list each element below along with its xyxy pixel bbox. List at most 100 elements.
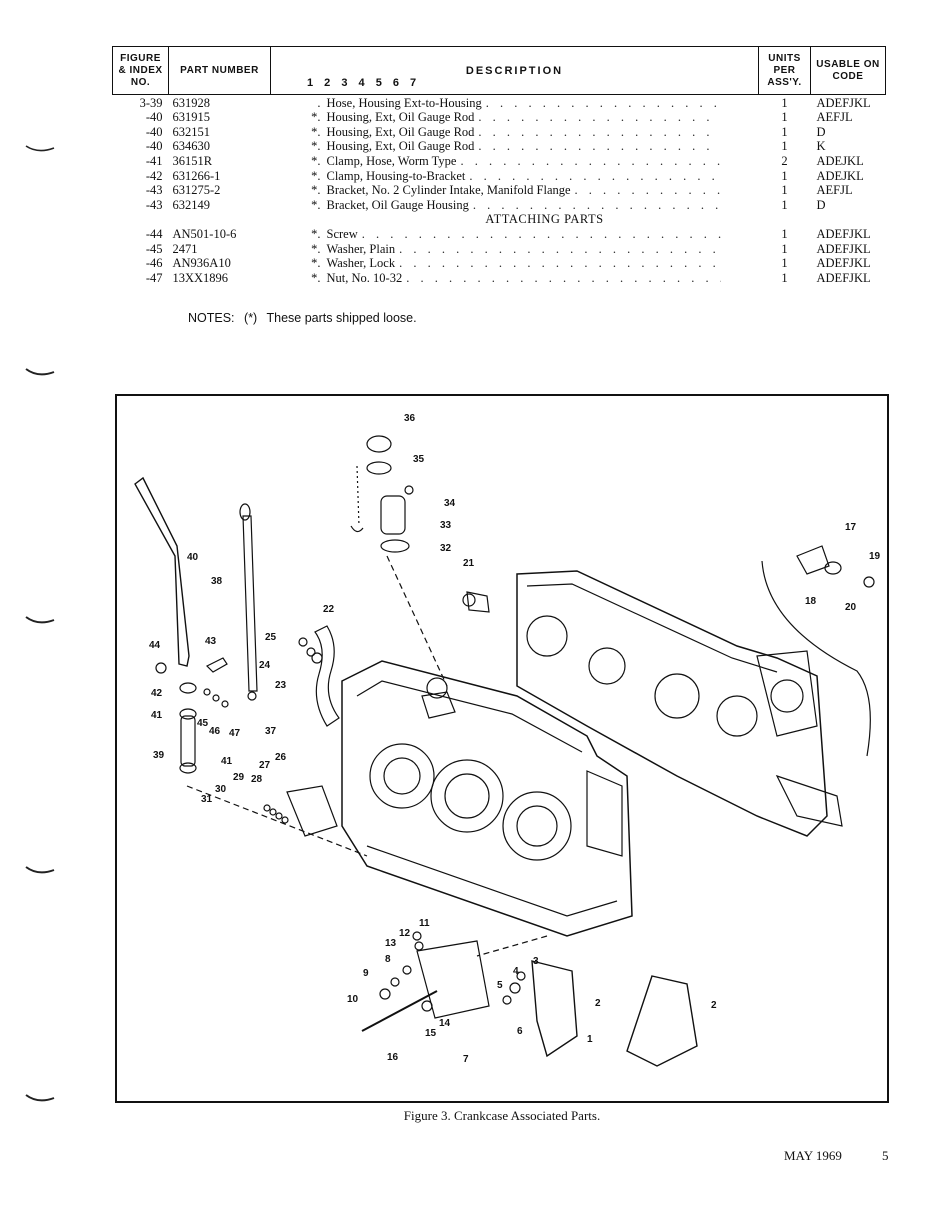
description-text: Clamp, Housing-to-Bracket: [326, 168, 466, 183]
callout-label: 6: [517, 1026, 523, 1037]
description-text: Housing, Ext, Oil Gauge Rod: [326, 139, 475, 154]
callout-label: 33: [440, 520, 452, 531]
callout-label: 25: [265, 632, 277, 643]
part-number-cell: 631915: [172, 110, 211, 125]
binder-mark: [22, 1092, 58, 1106]
units-cell: 1: [781, 110, 788, 125]
loose-part-marker: *.: [311, 124, 321, 139]
dot-leader: [399, 242, 720, 256]
description-cell: .Hose, Housing Ext-to-Housing: [271, 95, 759, 110]
callout-label: 8: [385, 954, 391, 965]
part-number-cell: 36151R: [172, 153, 213, 168]
binder-mark: [22, 864, 58, 878]
parts-list-table: FIGURE & INDEX NO. PART NUMBER DESCRIPTI…: [112, 46, 886, 285]
callout-label: 12: [399, 928, 411, 939]
part-number-cell: 632149: [172, 197, 211, 212]
callout-label: 31: [201, 794, 213, 805]
dot-leader: [399, 256, 720, 270]
callout-label: 9: [363, 968, 369, 979]
callout-label: 26: [275, 752, 287, 763]
figure-index-cell: -41: [145, 153, 163, 168]
callout-label: 11: [419, 918, 430, 929]
usable-code-cell: D: [816, 197, 826, 212]
part-number-cell: 634630: [172, 139, 211, 154]
callout-label: 7: [463, 1054, 469, 1065]
header-part-number: PART NUMBER: [168, 46, 271, 95]
crankcase-exploded-illustration: 36 35 34 33 32 21 17 19 18 20 40 38 22 2…: [134, 413, 881, 1067]
part-number-cell: 631266-1: [172, 168, 221, 183]
usable-code-cell: AEFJL: [816, 183, 853, 198]
description-cell: *.Washer, Plain: [271, 241, 759, 256]
callout-label: 4: [513, 966, 519, 977]
loose-part-marker: *.: [311, 110, 321, 125]
callout-label: 30: [215, 784, 227, 795]
part-number-cell: AN501-10-6: [172, 226, 237, 241]
callout-labels: 36 35 34 33 32 21 17 19 18 20 40 38 22 2…: [149, 413, 881, 1065]
description-cell: *.Bracket, No. 2 Cylinder Intake, Manifo…: [271, 183, 759, 198]
callout-label: 5: [497, 980, 503, 991]
units-cell: 1: [781, 139, 788, 154]
figure-index-cell: -43: [145, 183, 163, 198]
part-number-cell: 2471: [172, 241, 198, 256]
dot-leader: [362, 227, 721, 241]
loose-part-marker: *.: [311, 197, 321, 212]
notes-text: These parts shipped loose.: [266, 311, 417, 325]
loose-part-marker: *.: [311, 256, 321, 271]
dot-leader: [469, 169, 720, 183]
description-cell: *.Nut, No. 10-32: [271, 270, 759, 285]
figure-index-cell: -46: [145, 256, 163, 271]
exploded-view-figure: 36 35 34 33 32 21 17 19 18 20 40 38 22 2…: [115, 394, 889, 1103]
notes-label: NOTES:: [188, 311, 235, 325]
description-text: Bracket, No. 2 Cylinder Intake, Manifold…: [326, 183, 571, 198]
callout-label: 41: [151, 710, 163, 721]
callout-label: 45: [197, 718, 209, 729]
figure-index-cell: -42: [145, 168, 163, 183]
description-text: Washer, Lock: [326, 256, 396, 271]
callout-label: 2: [595, 998, 601, 1009]
notes-symbol: (*): [244, 311, 258, 325]
callout-label: 19: [869, 551, 881, 562]
units-cell: 1: [781, 197, 788, 212]
loose-part-marker: *.: [311, 168, 321, 183]
table-header-row: FIGURE & INDEX NO. PART NUMBER DESCRIPTI…: [112, 46, 886, 95]
notes: NOTES: (*) These parts shipped loose.: [188, 311, 423, 325]
usable-code-cell: ADEFJKL: [816, 270, 871, 285]
dot-leader: [478, 139, 720, 153]
description-cell: *. Washer, Lock: [271, 256, 759, 271]
figure-index-cell: -44: [145, 226, 163, 241]
callout-label: 39: [153, 750, 165, 761]
callout-label: 22: [323, 604, 335, 615]
binder-mark: [22, 614, 58, 628]
part-number-cell: 631928: [172, 95, 211, 110]
page-number: 5: [882, 1148, 889, 1163]
dot-leader: [473, 198, 721, 212]
loose-part-marker: *.: [311, 241, 321, 256]
dot-leader: [575, 183, 721, 197]
usable-code-cell: ADEFJKL: [816, 226, 871, 241]
units-cell: 2: [781, 153, 788, 168]
header-indent-levels: 1 2 3 4 5 6 7: [307, 77, 421, 89]
callout-label: 40: [187, 552, 199, 563]
part-number-cell: AN936A10: [172, 256, 231, 271]
callout-label: 24: [259, 660, 271, 671]
dot-leader: [478, 110, 720, 124]
callout-label: 23: [275, 680, 287, 691]
part-number-cell: 632151: [172, 124, 211, 139]
figure-caption: Figure 3. Crankcase Associated Parts.: [403, 1108, 601, 1123]
callout-label: 38: [211, 576, 223, 587]
description-cell: *.Clamp, Hose, Worm Type: [271, 153, 759, 168]
callout-label: 1: [587, 1034, 593, 1045]
description-cell: *.Bracket, Oil Gauge Housing: [271, 197, 759, 212]
callout-label: 37: [265, 726, 277, 737]
callout-label: 16: [387, 1052, 399, 1063]
figure-index-cell: -47: [145, 270, 163, 285]
description-text: Hose, Housing Ext-to-Housing: [326, 95, 482, 110]
callout-label: 29: [233, 772, 245, 783]
callout-label: 35: [413, 454, 425, 465]
usable-code-cell: ADEJKL: [816, 153, 864, 168]
